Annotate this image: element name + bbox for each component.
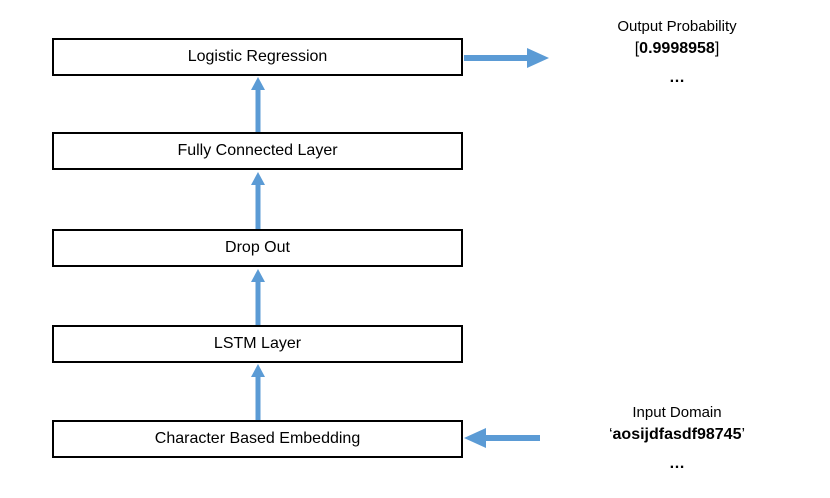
input-domain-annotation: Input Domain ‘aosijdfasdf98745’ …	[552, 402, 802, 475]
arrow-up-embedding-to-lstm	[251, 364, 265, 420]
arrowhead-right-icon	[527, 48, 549, 68]
output-title: Output Probability	[617, 18, 737, 35]
input-ellipsis: …	[669, 455, 685, 472]
output-ellipsis: …	[669, 69, 685, 86]
box-lstm-layer: LSTM Layer	[52, 325, 463, 363]
arrowhead-up-icon	[251, 172, 265, 185]
output-value: [0.9998958]	[634, 40, 720, 57]
box-fully-connected-layer: Fully Connected Layer	[52, 132, 463, 170]
input-title: Input Domain	[632, 404, 722, 421]
box-label: Drop Out	[225, 239, 290, 256]
arrowhead-up-icon	[251, 77, 265, 90]
box-label: Fully Connected Layer	[177, 142, 338, 159]
arrow-up-lstm-to-dropout	[251, 269, 265, 325]
arrow-up-dropout-to-fc	[251, 172, 265, 229]
box-label: LSTM Layer	[213, 335, 302, 352]
arrowhead-up-icon	[251, 269, 265, 282]
box-character-based-embedding: Character Based Embedding	[52, 420, 463, 458]
arrow-up-fc-to-logistic	[251, 77, 265, 132]
arrowhead-left-icon	[464, 428, 486, 448]
output-probability-annotation: Output Probability [0.9998958] …	[552, 16, 802, 89]
arrow-right-logistic-to-output	[464, 48, 549, 68]
box-label: Character Based Embedding	[154, 430, 361, 447]
box-label: Logistic Regression	[187, 48, 328, 65]
arrowhead-up-icon	[251, 364, 265, 377]
input-value: ‘aosijdfasdf98745’	[608, 426, 746, 443]
box-logistic-regression: Logistic Regression	[52, 38, 463, 76]
box-drop-out: Drop Out	[52, 229, 463, 267]
arrow-left-input-to-embedding	[464, 428, 540, 448]
